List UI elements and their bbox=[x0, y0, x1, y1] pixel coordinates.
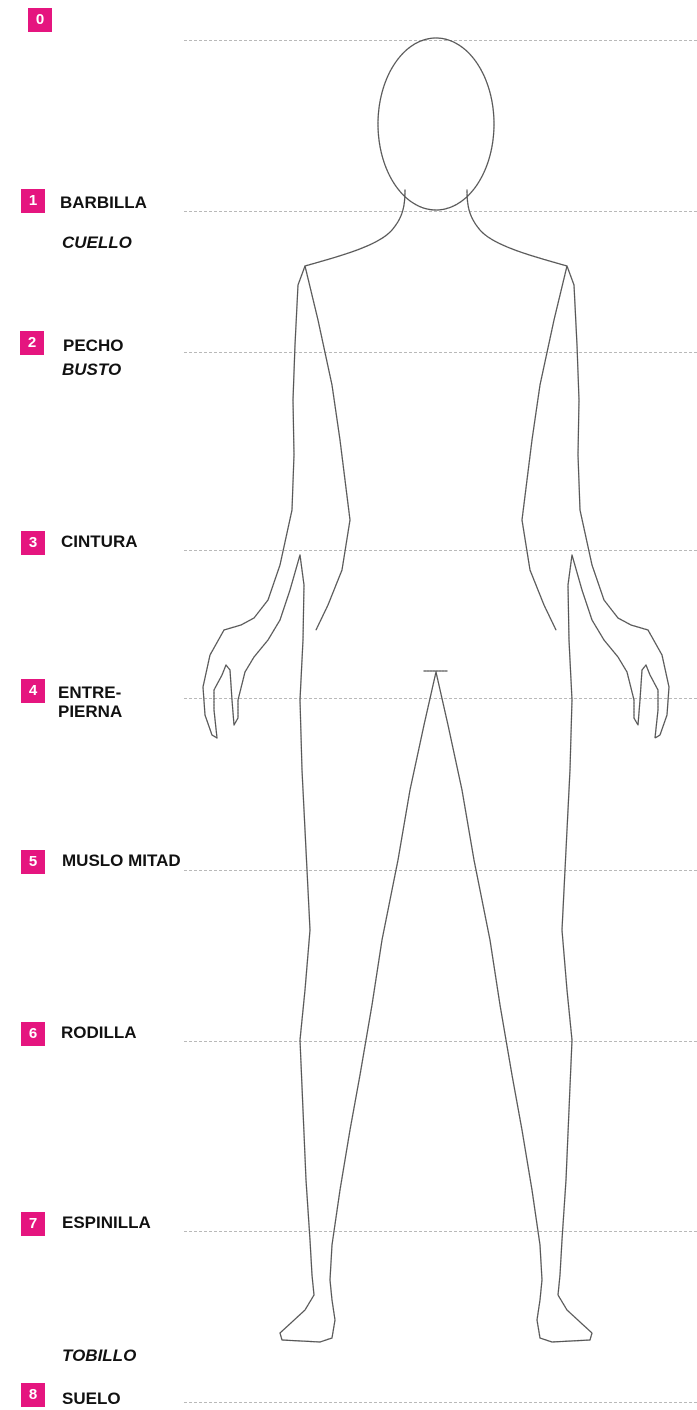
level-1-sublabel: CUELLO bbox=[62, 233, 132, 252]
level-7-badge: 7 bbox=[21, 1212, 45, 1236]
head-outline bbox=[377, 37, 495, 211]
level-2-sublabel: BUSTO bbox=[62, 360, 122, 379]
level-4-label: ENTRE- PIERNA bbox=[58, 683, 123, 721]
level-7-label: ESPINILLA bbox=[62, 1213, 151, 1232]
torso-outline bbox=[202, 189, 670, 1343]
ankle-label: TOBILLO bbox=[62, 1346, 137, 1365]
level-1-badge: 1 bbox=[21, 189, 45, 213]
level-4-badge: 4 bbox=[21, 679, 45, 703]
left-arm-inner bbox=[304, 265, 351, 631]
level-5-badge: 5 bbox=[21, 850, 45, 874]
guide-line-3 bbox=[184, 550, 697, 551]
level-8-badge: 8 bbox=[21, 1383, 45, 1407]
level-6-label: RODILLA bbox=[61, 1023, 137, 1042]
level-2-label: PECHO bbox=[63, 336, 124, 355]
guide-line-0 bbox=[184, 40, 697, 41]
guide-line-6 bbox=[184, 1041, 697, 1042]
level-1-label: BARBILLA bbox=[60, 193, 147, 212]
level-8-label: SUELO bbox=[62, 1389, 121, 1408]
level-0-badge: 0 bbox=[28, 8, 52, 32]
level-5-label: MUSLO MITAD bbox=[62, 851, 181, 870]
level-3-badge: 3 bbox=[21, 531, 45, 555]
level-2-badge: 2 bbox=[20, 331, 44, 355]
guide-line-1 bbox=[184, 211, 697, 212]
guide-line-5 bbox=[184, 870, 697, 871]
right-arm-inner bbox=[521, 265, 568, 631]
guide-line-8 bbox=[184, 1402, 697, 1403]
guide-line-2 bbox=[184, 352, 697, 353]
level-6-badge: 6 bbox=[21, 1022, 45, 1046]
guide-line-7 bbox=[184, 1231, 697, 1232]
level-3-label: CINTURA bbox=[61, 532, 138, 551]
guide-line-4 bbox=[184, 698, 697, 699]
